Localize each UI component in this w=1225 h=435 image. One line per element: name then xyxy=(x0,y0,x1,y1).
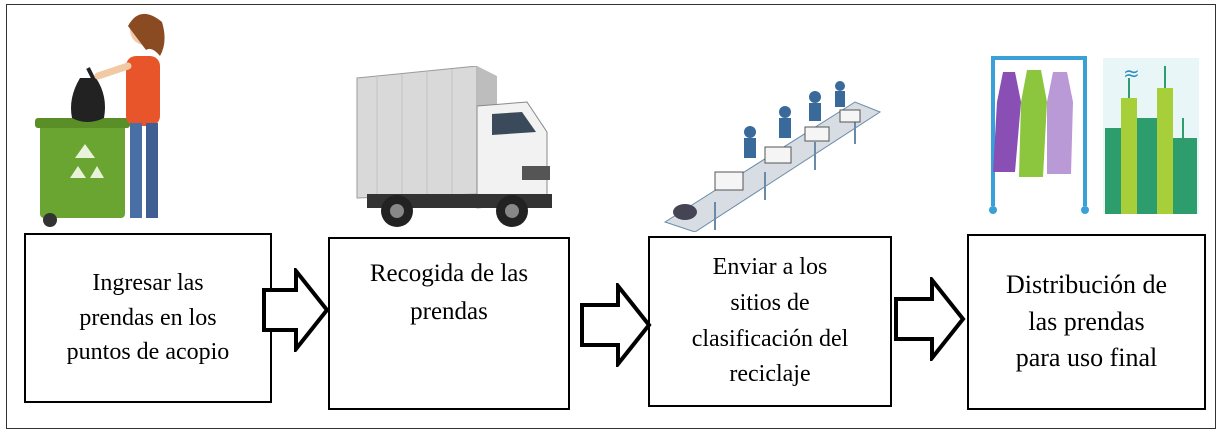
clothing-rack-icon xyxy=(989,56,1089,214)
diagram-frame xyxy=(6,4,1216,429)
woman-recycling-icon xyxy=(35,13,165,227)
step-label: Enviar a los sitios de clasificación del… xyxy=(691,254,849,388)
step-box-sorting-sites: Enviar a los sitios de clasificación del… xyxy=(648,236,892,407)
arrow-right-icon xyxy=(894,277,966,361)
step-box-collection-points: Ingresar las prendas en los puntos de ac… xyxy=(24,233,272,403)
arrow-right-icon xyxy=(580,283,652,367)
step-label: Ingresar las prendas en los puntos de ac… xyxy=(66,269,230,366)
green-city-icon: ≈ xyxy=(1103,58,1199,214)
step-label: Distribución de las prendas para uso fin… xyxy=(1005,269,1168,373)
recycle-symbol-icon xyxy=(70,144,104,178)
svg-text:≈: ≈ xyxy=(1123,61,1140,85)
box-truck-icon xyxy=(356,66,552,227)
sorting-conveyor-icon xyxy=(663,81,882,232)
step-box-distribution: Distribución de las prendas para uso fin… xyxy=(967,234,1206,410)
step-box-pickup: Recogida de las prendas xyxy=(328,237,570,410)
arrow-right-icon xyxy=(262,268,330,352)
step-label: Recogida de las prendas xyxy=(369,260,529,325)
